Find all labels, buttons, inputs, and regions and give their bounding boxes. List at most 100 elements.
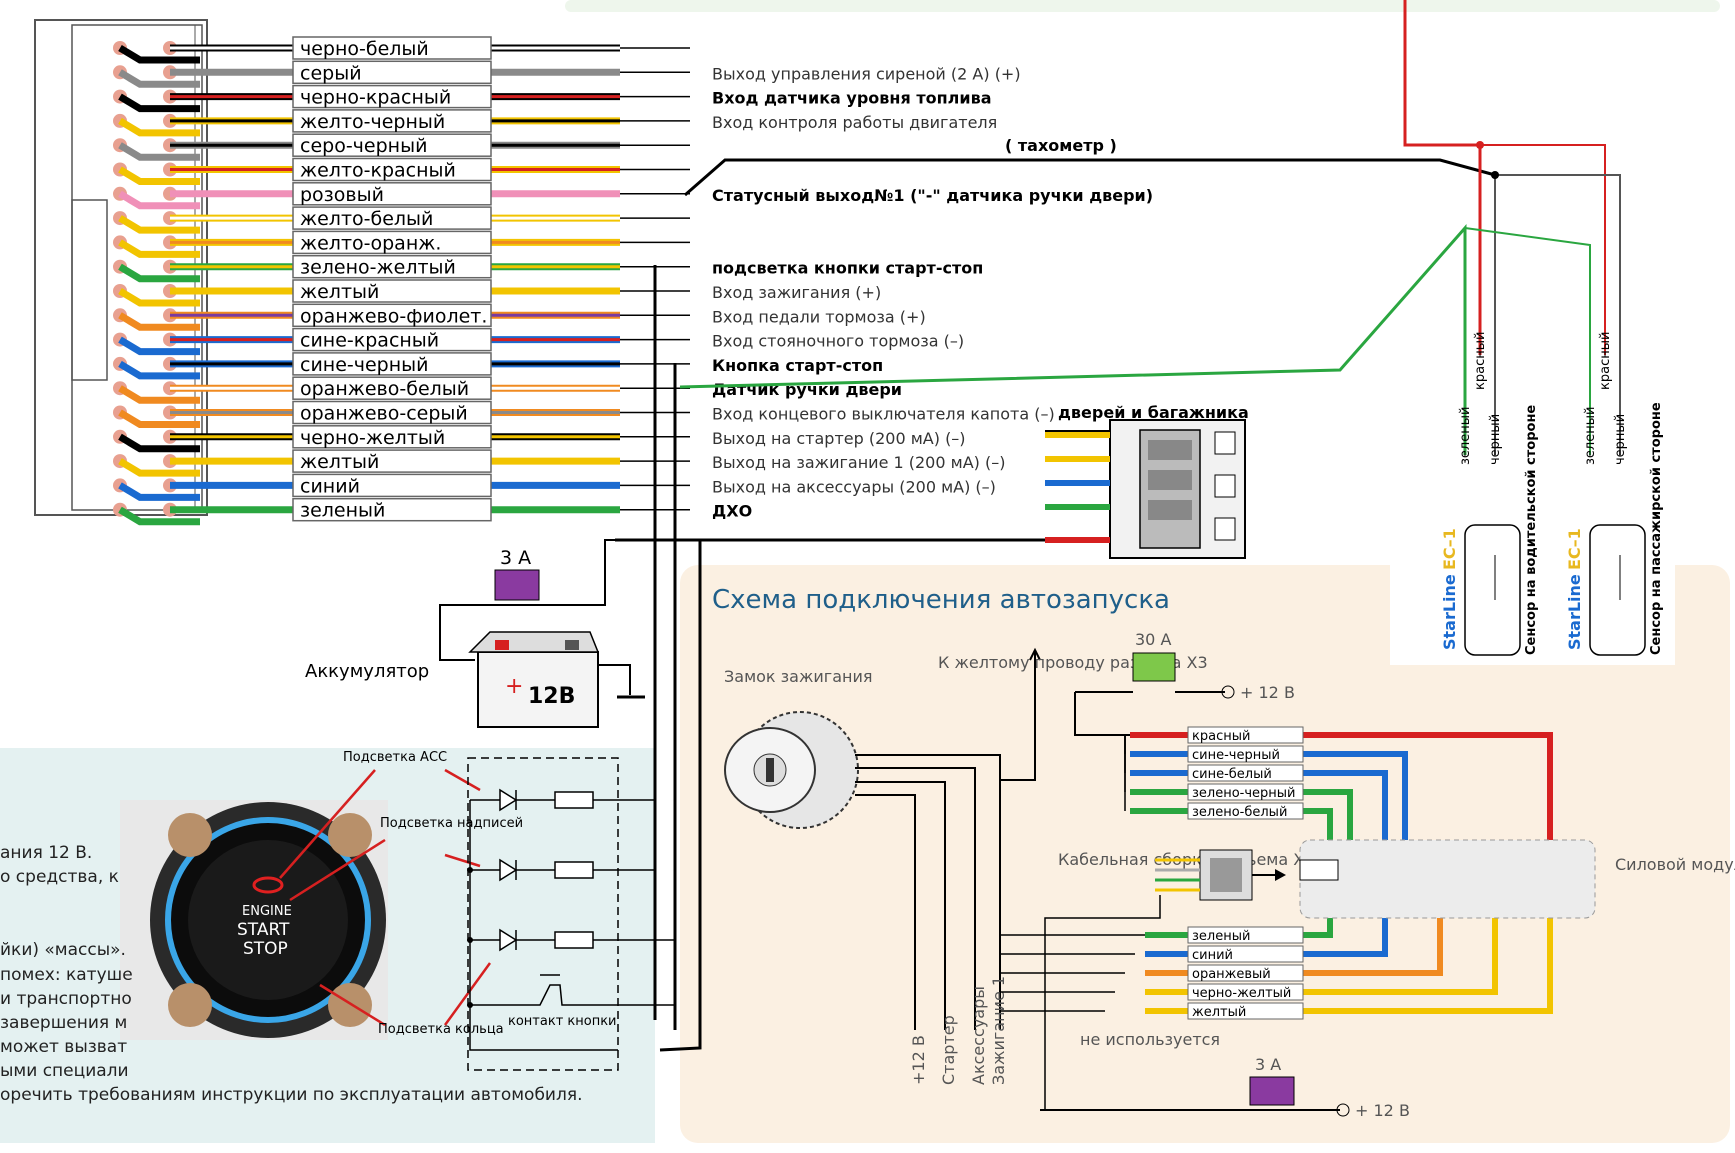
note-line: оречить требованиям инструкции по эксплу… [0, 1085, 582, 1105]
wire-lead [118, 506, 200, 526]
bottom-wire: черно-желтый [1000, 918, 1498, 1001]
button-start-text: START [237, 920, 290, 940]
top-wire-label: сине-белый [1192, 767, 1272, 782]
note-line: ания 12 В. [0, 843, 92, 863]
plus12-top: + 12 В [1240, 683, 1295, 702]
sensor-model: EC–1 [1565, 528, 1584, 570]
wire-label-box [292, 352, 492, 376]
sensor-wire-label: черный [1488, 414, 1503, 465]
wire-label: синий [300, 475, 360, 497]
note-line: о средства, к [0, 867, 119, 887]
callout-text: Подсветка надписей [380, 816, 523, 831]
wire-label-box [292, 36, 492, 60]
wire-function: Кнопка старт-стоп [712, 356, 883, 375]
black-bus [615, 158, 1496, 1052]
top-wire-label: зелено-черный [1192, 786, 1296, 801]
wire-label-box [292, 400, 492, 425]
start-stop-button [120, 800, 388, 1040]
wire-label-box [292, 133, 492, 157]
button-engine-text: ENGINE [242, 904, 292, 919]
wire-lead [118, 458, 200, 477]
wire-label: оранжево-серый [300, 403, 468, 425]
wire-lead [118, 142, 200, 161]
sensor-brand: StarLine [1440, 574, 1459, 650]
wire-label: розовый [300, 184, 384, 206]
sensor-body [1464, 524, 1521, 656]
bottom-wire-box [1187, 964, 1304, 982]
wire-row: черно-белый [113, 36, 690, 64]
wire-label-box [292, 254, 492, 279]
bottom-vertical-label: Аксессуары [969, 986, 988, 1085]
wire-label-box [292, 84, 492, 109]
wire-function: подсветка кнопки старт-стоп [712, 259, 983, 278]
fuse-30a [1074, 652, 1235, 736]
wire-label: желто-красный [300, 160, 456, 182]
top-wire-label: зелено-белый [1192, 805, 1287, 820]
bottom-wire-label: синий [1192, 948, 1233, 963]
bottom-vertical-label: Стартер [939, 1015, 958, 1085]
battery-fuse-label: 3 А [500, 547, 531, 569]
callout-ring: Подсветка кольца [378, 1022, 504, 1037]
top-wire-box [1187, 802, 1304, 820]
module-ground [1044, 895, 1161, 1110]
bottom-wire-box [1187, 1002, 1304, 1020]
wire-label-box [292, 60, 492, 85]
sensor-wire-label: черный [1613, 414, 1628, 465]
top-wire-box [1187, 726, 1304, 744]
sensor-caption: Сенсор на пассажирской стороне [1649, 402, 1664, 655]
top-green-panel [565, 0, 1720, 12]
sensor-feed-lines [679, 0, 1621, 455]
top-wire-box [1187, 783, 1304, 801]
bottom-wire-label: желтый [1192, 1005, 1246, 1020]
callout-acc: Подсветка АСС [343, 750, 447, 765]
wire-lead [118, 69, 200, 88]
wire-lead [118, 336, 200, 356]
bottom-wire: зеленый [1000, 918, 1333, 944]
note-line: может вызват [0, 1037, 127, 1057]
top-wire: сине-черный [1124, 735, 1408, 840]
battery: + [439, 539, 645, 728]
power-module-label: Силовой модуль [1615, 855, 1735, 874]
wire-function: Вход педали тормоза (+) [712, 307, 926, 326]
sensor-wire-label: зеленый [1458, 407, 1473, 465]
wire-label-box [292, 157, 492, 182]
wire-lead [118, 482, 200, 501]
wire-function: Выход на стартер (200 мА) (–) [712, 429, 966, 448]
sensor-wire-label: красный [1473, 332, 1488, 390]
bottom-wire: оранжевый [1000, 918, 1443, 982]
wire-label: оранжево-белый [300, 378, 469, 400]
bottom-wire-box [1187, 945, 1304, 963]
wire-label: оранжево-фиолет. [300, 305, 487, 327]
callout-arrows [279, 768, 492, 1027]
wire-lead [118, 433, 200, 453]
ignition-lock [724, 647, 1041, 1030]
wire-lead [118, 44, 200, 64]
fuse-3a-bottom [1040, 1076, 1350, 1117]
wire-function: Выход на зажигание 1 (200 мА) (–) [712, 453, 1005, 472]
wire-function: Вход стояночного тормоза (–) [712, 332, 964, 351]
top-wire-box [1187, 745, 1304, 763]
plus12-bottom: + 12 В [1355, 1101, 1410, 1120]
wire-row: серо-черный [113, 133, 690, 161]
wire-label: черно-желтый [300, 427, 445, 449]
wire-lead [118, 409, 200, 428]
top-wire: зелено-черный [1124, 735, 1353, 840]
fuse-30a-label: 30 А [1135, 630, 1171, 649]
wire-function: Выход управления сиреной (2 А) (+) [712, 64, 1021, 83]
wire-row: желто-оранж. [113, 230, 690, 258]
top-wire-label: сине-черный [1192, 748, 1280, 763]
wire-lead [118, 312, 200, 331]
top-wire: сине-белый [1124, 735, 1388, 840]
note-line: йки) «массы». [0, 940, 126, 960]
top-wire-label: красный [1192, 729, 1250, 744]
